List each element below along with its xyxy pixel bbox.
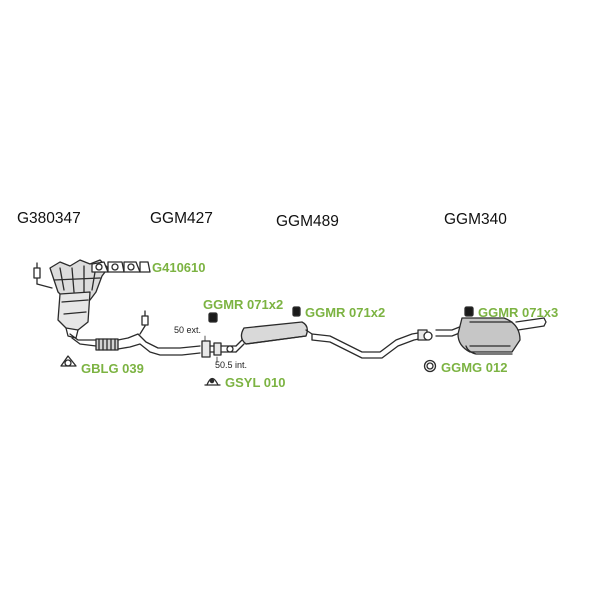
part-code-g410610: G410610 bbox=[152, 260, 206, 275]
dimension-outer-label: 50 ext. bbox=[174, 325, 202, 335]
part-code-ggmr-071x3: GGMR 071x3 bbox=[478, 305, 559, 320]
rear-pipe-icon bbox=[311, 329, 428, 359]
lambda-sensor-icon bbox=[33, 262, 53, 289]
part-code-gblg-039: GBLG 039 bbox=[81, 361, 144, 376]
rubber-hanger-icon bbox=[292, 306, 301, 317]
part-code-gsyl-010: GSYL 010 bbox=[225, 375, 286, 390]
part-code-ggmg-012: GGMG 012 bbox=[441, 360, 508, 375]
catalytic-converter-icon bbox=[57, 291, 91, 339]
rubber-hanger-icon bbox=[208, 312, 218, 323]
manifold-gasket-icon bbox=[91, 261, 151, 273]
rubber-hanger-icon bbox=[464, 306, 474, 317]
dimension-marks bbox=[204, 335, 218, 363]
lambda-sensor-icon bbox=[139, 310, 149, 335]
group-code-ggm427: GGM427 bbox=[150, 210, 213, 227]
part-code-ggmr-071x2-a: GGMR 071x2 bbox=[203, 297, 284, 312]
flange-gasket-icon bbox=[60, 355, 77, 367]
pipe-joint-icon bbox=[201, 340, 237, 358]
group-code-ggm340: GGM340 bbox=[444, 211, 507, 228]
ring-gasket-icon bbox=[423, 359, 437, 373]
rear-silencer-icon bbox=[423, 317, 547, 355]
clamp-icon bbox=[204, 377, 221, 386]
part-code-ggmr-071x2-b: GGMR 071x2 bbox=[305, 305, 386, 320]
group-code-ggm489: GGM489 bbox=[276, 213, 339, 230]
group-code-g380347: G380347 bbox=[17, 210, 81, 227]
front-pipe-icon bbox=[69, 333, 201, 356]
dimension-inner-label: 50.5 int. bbox=[215, 360, 248, 370]
middle-muffler-icon bbox=[235, 321, 313, 353]
